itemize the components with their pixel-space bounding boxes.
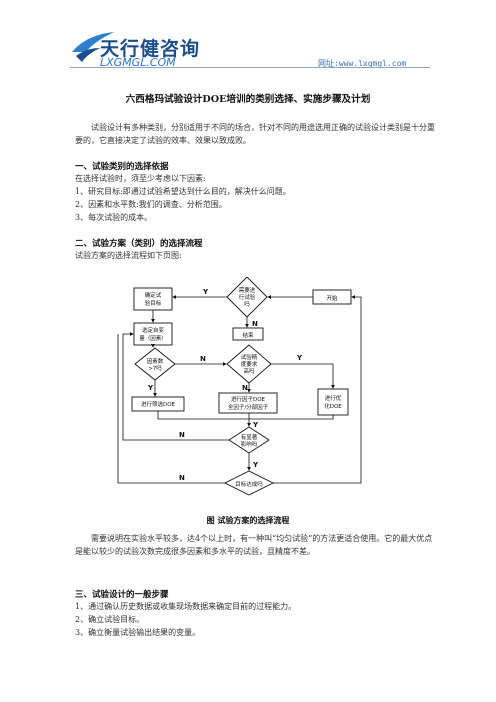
logo-domain: LXGMGL.COM bbox=[100, 56, 176, 69]
need-test-label: 需要进 bbox=[239, 286, 256, 294]
section3-item: 1、通过确认历史数据或收集现场数据来确定目前的过程能力。 bbox=[75, 602, 297, 611]
precision-q-label: 度要求 bbox=[241, 360, 258, 368]
optimize-doe-box bbox=[317, 388, 349, 416]
effects-q-label: 影响吗 bbox=[241, 440, 258, 448]
optimize-label: 进行优 bbox=[325, 394, 342, 402]
start-label: 开始 bbox=[326, 294, 338, 302]
edge-label-yes: Y bbox=[252, 421, 259, 429]
edge-label-yes: Y bbox=[202, 288, 209, 296]
optimize-label: 化DOE bbox=[324, 402, 342, 410]
select-factors-label: 选定自变 bbox=[142, 326, 165, 334]
precision-q-label: 试验精 bbox=[241, 353, 258, 361]
site-url[interactable]: 网址:www.lxgmgl.com bbox=[318, 59, 407, 68]
need-test-label: 行试验 bbox=[239, 293, 256, 301]
factorial-label: 全因子/分部因子 bbox=[228, 403, 269, 411]
edge-label-yes: Y bbox=[296, 354, 303, 362]
edge-label-no: N bbox=[179, 431, 185, 439]
effects-q-label: 有显著 bbox=[241, 433, 258, 441]
edge-label-yes: Y bbox=[147, 384, 154, 392]
need-test-label: 吗 bbox=[244, 300, 250, 308]
section2-paragraph: 需要说明在实验水平较多，达4个以上时，有一种叫“均匀试验”的方法更适合使用。它的… bbox=[75, 534, 433, 556]
end-box bbox=[232, 327, 264, 341]
edge-label-no: N bbox=[200, 355, 206, 363]
document-title: 六西格玛试验设计DOE培训的类别选择、实施步骤及计划 bbox=[125, 94, 371, 105]
section1-item: 3、每次试验的成本。 bbox=[75, 213, 153, 222]
select-factors-label: 量（因素） bbox=[139, 334, 167, 342]
edge-label-no: N bbox=[242, 384, 248, 392]
logo-text: 天行健咨询 bbox=[100, 38, 201, 60]
section1-lead: 在选择试验时，须至少考虑以下因素: bbox=[75, 174, 206, 183]
goal-decision bbox=[223, 470, 275, 496]
screening-label: 进行筛选DOE bbox=[141, 400, 176, 408]
figure-caption: 图 试验方案的选择流程 bbox=[206, 515, 290, 525]
section3-item: 2、确立试验目标。 bbox=[75, 615, 145, 624]
logo-bird-icon bbox=[72, 32, 114, 62]
factors-q-label: >7吗 bbox=[148, 364, 162, 372]
doe-selection-flowchart: 开始 需要进 行试验 吗 确定试 验目标 选定自变 量（因素） 结束 因素数 >… bbox=[117, 277, 362, 496]
section3-heading: 三、试验设计的一般步骤 bbox=[75, 590, 169, 600]
intro-paragraph: 试验设计有多种类别，分别适用于不同的场合，针对不同的用途选用正确的试验设计类别是… bbox=[75, 123, 435, 145]
section1-item: 2、因素和水平数:我们的调查、分析范围。 bbox=[75, 200, 227, 209]
edge-label-yes: Y bbox=[252, 461, 259, 469]
factorial-label: 进行因子DOE bbox=[231, 395, 266, 403]
edge-label-no: N bbox=[252, 320, 258, 328]
section3-item: 3、确立衡量试验输出结果的变量。 bbox=[75, 628, 201, 637]
section1-item: 1、研究目标:即通过试验希望达到什么目的，解决什么问题。 bbox=[75, 187, 291, 196]
section2-lead: 试验方案的选择流程如下页图: bbox=[75, 251, 182, 260]
factors-q-label: 因素数 bbox=[147, 357, 164, 365]
section1-heading: 一、试验类别的选择依据 bbox=[75, 162, 169, 172]
confirm-goal-label: 验目标 bbox=[145, 299, 162, 307]
header-divider bbox=[70, 67, 430, 68]
precision-q-label: 高吗 bbox=[243, 367, 255, 375]
goal-q-label: 目标达成吗 bbox=[235, 480, 263, 488]
confirm-goal-label: 确定试 bbox=[145, 291, 162, 299]
factorial-doe-box bbox=[218, 392, 278, 414]
section2-heading: 二、试验方案（类别）的选择流程 bbox=[75, 239, 203, 249]
end-label: 结束 bbox=[242, 331, 254, 339]
edge-label-no: N bbox=[179, 474, 185, 482]
